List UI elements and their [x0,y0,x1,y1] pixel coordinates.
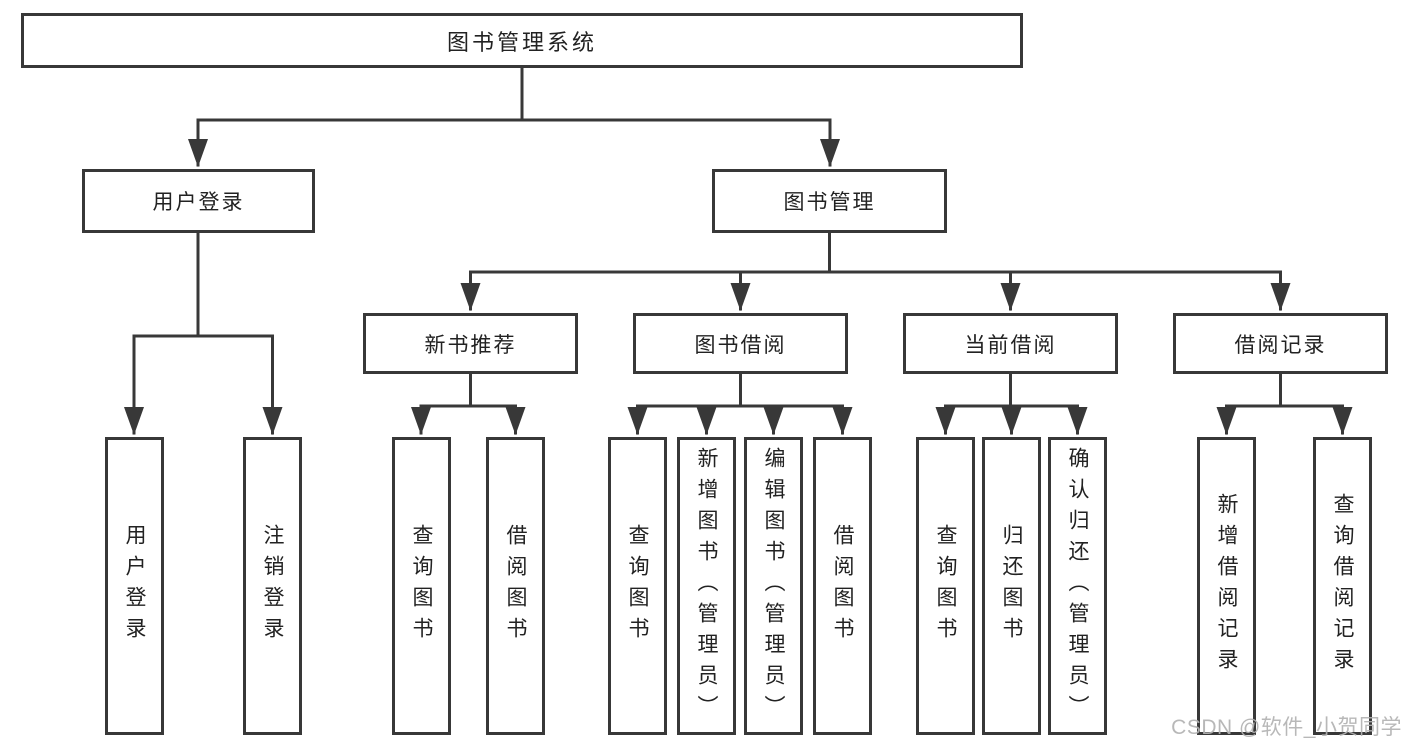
leaf-add-borrow-record: 新增借阅记录 [1197,437,1256,735]
leaf-query-books-newbook: 查询图书 [392,437,451,735]
node-root-label: 图书管理系统 [446,29,597,55]
leaf-confirm-return-admin-label: 确认归还（管理员） [1066,446,1089,726]
leaf-edit-book-admin: 编辑图书（管理员） [744,437,803,735]
node-new-book-recommendation: 新书推荐 [363,313,578,374]
leaf-query-books-current: 查询图书 [916,437,975,735]
leaf-query-books-newbook-label: 查询图书 [410,524,433,648]
node-book-management: 图书管理 [712,169,947,233]
node-book-management-label: 图书管理 [783,191,876,214]
leaf-query-books-borrow-label: 查询图书 [626,524,649,648]
node-new-book-recommendation-label: 新书推荐 [424,333,517,357]
leaf-query-books-current-label: 查询图书 [934,524,957,648]
leaf-add-book-admin: 新增图书（管理员） [677,437,736,735]
leaf-user-login: 用户登录 [105,437,164,735]
node-borrowing-records: 借阅记录 [1173,313,1388,374]
leaf-borrow-books-newbook: 借阅图书 [486,437,545,735]
node-borrowing-records-label: 借阅记录 [1234,333,1327,357]
leaf-user-login-label: 用户登录 [123,524,146,648]
leaf-borrow-books-borrow: 借阅图书 [813,437,872,735]
leaf-add-book-admin-label: 新增图书（管理员） [695,446,718,726]
node-user-login: 用户登录 [82,169,315,233]
leaf-borrow-books-borrow-label: 借阅图书 [831,524,854,648]
leaf-logout: 注销登录 [243,437,302,735]
leaf-confirm-return-admin: 确认归还（管理员） [1048,437,1107,735]
leaf-query-books-borrow: 查询图书 [608,437,667,735]
leaf-query-borrow-record: 查询借阅记录 [1313,437,1372,735]
connector-root-to-level2 [188,66,840,167]
connector-book-management-children [460,231,1291,311]
node-current-borrowing: 当前借阅 [903,313,1118,374]
connector-current-borrow-children [935,372,1088,435]
leaf-add-borrow-record-label: 新增借阅记录 [1215,493,1238,679]
connector-borrow-record-children [1216,372,1353,435]
node-root: 图书管理系统 [21,13,1023,68]
node-book-borrowing: 图书借阅 [633,313,848,374]
leaf-return-books: 归还图书 [982,437,1041,735]
connector-new-book-children [411,372,526,435]
node-book-borrowing-label: 图书借阅 [694,333,787,357]
leaf-edit-book-admin-label: 编辑图书（管理员） [762,446,785,726]
node-current-borrowing-label: 当前借阅 [964,333,1057,357]
leaf-return-books-label: 归还图书 [1000,524,1023,648]
leaf-logout-label: 注销登录 [261,524,284,648]
watermark: CSDN @软件_小贺同学 [1171,716,1402,739]
node-user-login-label: 用户登录 [152,191,245,214]
connector-user-login-children [124,231,283,435]
leaf-borrow-books-newbook-label: 借阅图书 [504,524,527,648]
leaf-query-borrow-record-label: 查询借阅记录 [1331,493,1354,679]
connector-book-borrow-children [627,372,853,435]
